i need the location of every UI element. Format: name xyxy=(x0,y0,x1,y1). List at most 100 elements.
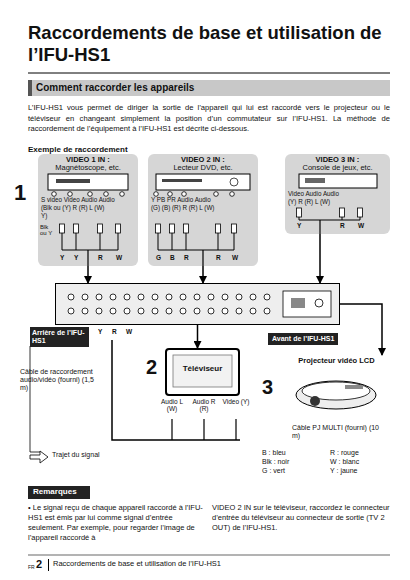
device-drawing-part xyxy=(162,179,202,182)
footer-text: 2 xyxy=(36,558,42,571)
device-drawing-part xyxy=(283,291,331,317)
device-drawing-part xyxy=(56,284,340,325)
device-drawing-part xyxy=(96,308,102,314)
device-drawing-part xyxy=(100,233,101,250)
device-drawing-part xyxy=(158,250,234,266)
color-key: R : rouge xyxy=(330,449,359,457)
signal-cable xyxy=(319,234,321,283)
signal-name: W xyxy=(126,328,132,335)
device-drawing-part xyxy=(208,308,214,314)
device-drawing-part xyxy=(52,192,57,197)
device-drawing-part xyxy=(299,174,377,188)
device-drawing-part xyxy=(68,308,74,314)
device-drawing-part xyxy=(234,233,235,250)
device-drawing-part xyxy=(104,192,109,197)
device-drawing-part xyxy=(48,174,128,190)
device-label: VIDEO 1 IN : xyxy=(38,154,138,164)
sub-heading: Exemple de raccordement xyxy=(28,145,128,154)
signal-name: Y xyxy=(60,254,64,261)
signal-path-icon xyxy=(30,451,48,463)
device-label: Lecteur DVD, etc. xyxy=(148,164,258,172)
device-drawing-part xyxy=(68,192,73,197)
signal-name: (Y) R (R) L (W) xyxy=(288,198,330,205)
device-drawing-part xyxy=(180,308,186,314)
device-drawing-part xyxy=(124,308,130,314)
device-label: Arrière de l’IFU-HS1 xyxy=(30,327,89,347)
signal-name: (G) (B) (R) R (R) L (W) xyxy=(151,204,214,211)
device-drawing-part xyxy=(310,396,320,406)
signal-name: (Blk ou (Y) R (R) L (W) xyxy=(41,204,104,211)
device-label: Projecteur vidéo LCD xyxy=(285,355,388,365)
band-tab xyxy=(28,80,32,96)
legend-text: Trajet du signal xyxy=(52,451,100,459)
device-label: Avant de l’IFU-HS1 xyxy=(268,333,338,345)
av-cable-plugs xyxy=(172,419,236,440)
device-box: Projecteur vidéo LCD xyxy=(285,355,388,420)
device-drawing-part xyxy=(305,178,325,183)
signal-name: R xyxy=(112,328,117,335)
device-drawing-part xyxy=(230,178,238,186)
signal-cable xyxy=(340,304,382,355)
device-drawing-part xyxy=(214,192,219,197)
footer-sep xyxy=(48,559,49,571)
device-drawing-part xyxy=(264,294,270,300)
device-drawing-part xyxy=(299,220,360,234)
page-title: Raccordements de base et utilisation de … xyxy=(28,22,390,66)
device-drawing-part xyxy=(315,299,323,307)
color-key: Blk : noir xyxy=(262,458,289,466)
device-drawing-part xyxy=(98,224,103,233)
device-drawing-part xyxy=(172,233,173,250)
device-drawing-part xyxy=(166,294,172,300)
device-drawing-part xyxy=(250,294,256,300)
device-drawing-part xyxy=(74,224,79,233)
color-key: W : blanc xyxy=(330,458,359,466)
signal-name: S video Video Audio Audio xyxy=(41,196,115,203)
signal-name: Audio L (W) xyxy=(158,398,186,413)
device-drawing-part xyxy=(82,294,88,300)
device-box: Téléviseur xyxy=(165,348,240,396)
signal-name: Video (Y) xyxy=(222,398,250,405)
intro-text: L’IFU-HS1 vous permet de diriger la sort… xyxy=(28,103,390,135)
device-drawing-part xyxy=(222,294,228,300)
device-drawing-part xyxy=(297,208,302,217)
device-drawing-part xyxy=(296,381,376,409)
callout-number: 2 xyxy=(146,356,157,379)
device-drawing-part xyxy=(186,233,187,250)
signal-name: Audio R (R) xyxy=(190,398,218,413)
device-drawing-part xyxy=(345,385,363,389)
device-drawing-part xyxy=(76,233,77,250)
device-drawing-part xyxy=(291,298,305,308)
device-drawing-part xyxy=(182,192,187,197)
device-drawing-part xyxy=(236,308,242,314)
device-drawing-part xyxy=(230,192,235,197)
device-drawing-part xyxy=(82,308,88,314)
device-drawing-part xyxy=(156,224,161,233)
device-drawing-part xyxy=(120,192,125,197)
signal-name: Câble PJ MULTI (fourni) (10 m) xyxy=(292,424,388,440)
device-drawing-part xyxy=(340,208,345,217)
device-drawing-part xyxy=(232,224,237,233)
device-drawing-part xyxy=(68,294,74,300)
device-label: VIDEO 3 IN : xyxy=(285,154,390,164)
notes-band xyxy=(28,486,90,499)
device-drawing-part xyxy=(96,294,102,300)
device-drawing-part xyxy=(358,208,363,217)
device-label: VIDEO 2 IN : xyxy=(148,154,258,164)
section-band xyxy=(28,80,390,96)
device-drawing-part xyxy=(62,233,63,250)
footer-rule xyxy=(28,555,390,556)
signal-name: W xyxy=(232,254,238,261)
device-drawing-part xyxy=(138,294,144,300)
signal-name: Y xyxy=(74,254,78,261)
color-key: B : bleu xyxy=(262,449,286,457)
signal-name: W xyxy=(116,254,122,261)
device-label: Téléviseur xyxy=(167,350,238,374)
device-drawing-part xyxy=(236,294,242,300)
device-drawing-part xyxy=(250,308,256,314)
signal-name: Y xyxy=(98,328,102,335)
callout-number: 1 xyxy=(14,180,26,205)
device-drawing-part xyxy=(168,192,173,197)
device-label: Console de jeux, etc. xyxy=(285,164,390,172)
device-drawing-part xyxy=(154,192,159,197)
note-text: • Le signal reçu de chaque appareil racc… xyxy=(28,503,206,543)
